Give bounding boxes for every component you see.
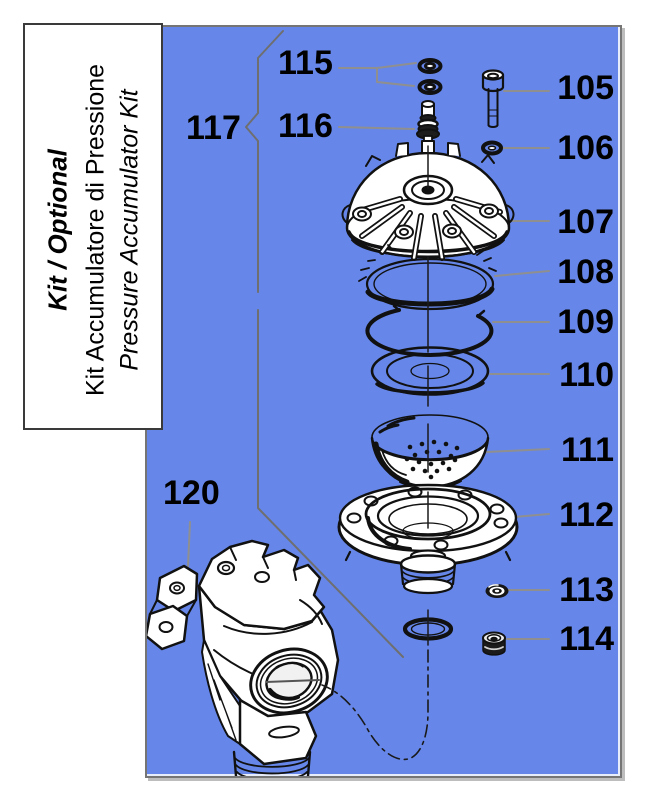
part-108-drawing (358, 244, 497, 311)
kit-label-line3: Pressure Accumulator Kit (115, 89, 144, 371)
assembly-dash-line (321, 649, 429, 761)
leader-lines (187, 62, 550, 640)
part-111-drawing (370, 414, 490, 489)
part-115-drawing (417, 58, 443, 95)
part-120-drawing (147, 539, 340, 776)
callout-109: 109 (557, 303, 614, 341)
callout-106: 106 (557, 129, 614, 167)
callout-113: 113 (559, 571, 614, 609)
port-leader-line (265, 679, 320, 683)
callout-116: 116 (278, 107, 333, 145)
part-116-drawing (416, 100, 440, 146)
part-113-drawing (485, 584, 509, 598)
callout-120: 120 (163, 474, 220, 512)
kit-label-line2: Kit Accumulatore di Pressione (81, 63, 110, 397)
callout-108: 108 (557, 253, 614, 291)
bracket-117 (245, 30, 404, 658)
part-107-drawing (341, 140, 515, 261)
kit-label-box: Kit / Optional Kit Accumulatore di Press… (23, 23, 163, 430)
callout-115: 115 (278, 44, 333, 82)
part-105-drawing (481, 69, 505, 128)
callout-107: 107 (557, 203, 614, 241)
callout-112: 112 (559, 496, 614, 534)
kit-label-line1: Kit / Optional (42, 149, 73, 311)
callout-117: 117 (186, 109, 241, 147)
callout-114: 114 (559, 620, 614, 658)
callout-110: 110 (559, 356, 614, 394)
callout-105: 105 (557, 69, 614, 107)
part-114-drawing (482, 631, 506, 656)
part-110-drawing (370, 346, 490, 396)
part-106-drawing (481, 140, 503, 156)
callout-111: 111 (561, 431, 614, 469)
